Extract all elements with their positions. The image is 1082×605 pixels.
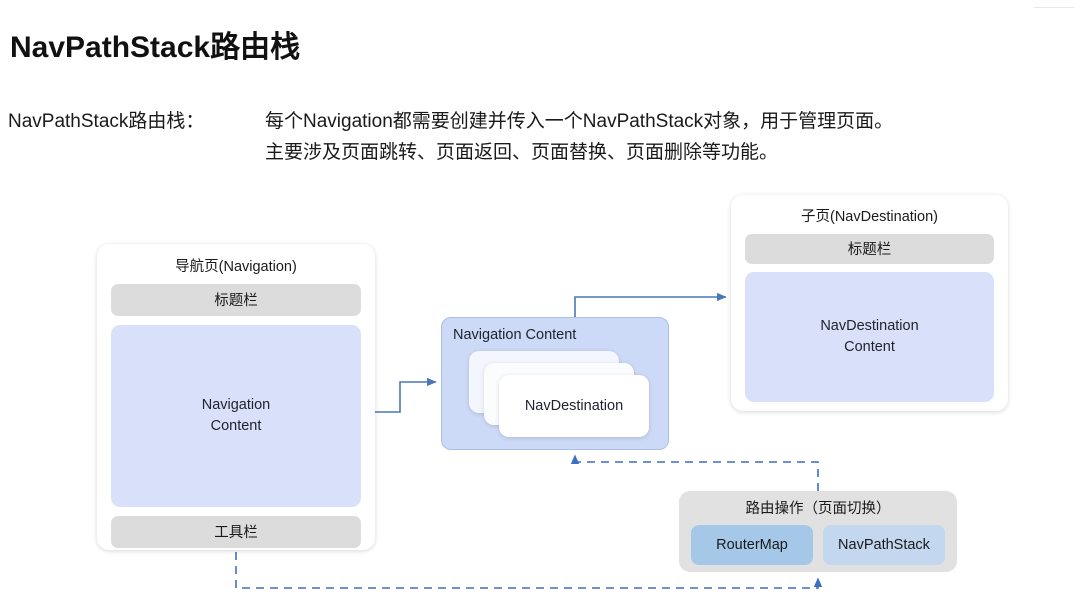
navigation-title-bar[interactable]: 标题栏 [111,283,361,316]
description-body: 每个Navigation都需要创建并传入一个NavPathStack对象，用于管… [265,106,1077,168]
navigation-content-line-1: Navigation [201,396,271,413]
router-operations-title: 路由操作（页面切换） [745,501,891,517]
router-operations-box[interactable]: 路由操作（页面切换） RouterMap NavPathStack [679,491,957,572]
navigation-card-title: 导航页(Navigation) [175,259,297,275]
navigation-content-stack-label: Navigation Content [453,327,577,343]
stack-card-front[interactable]: NavDestination [499,375,649,437]
dashed-router-to-content [570,454,819,491]
navigation-tool-bar[interactable]: 工具栏 [111,515,361,548]
page-title: NavPathStack路由栈 [10,31,301,65]
description-label: NavPathStack路由栈： [8,111,205,132]
navdestination-content-line-1: NavDestination [820,317,919,334]
chip-router-map[interactable]: RouterMap [691,524,813,565]
navigation-content-stack-box[interactable]: Navigation Content NavDestination [441,317,669,450]
navigation-content-area[interactable]: Navigation Content [111,324,361,507]
navigation-page-card[interactable]: 导航页(Navigation) 标题栏 Navigation Content 工… [97,244,375,550]
router-operations-chips: RouterMap NavPathStack [691,524,945,565]
description-line-1: 每个Navigation都需要创建并传入一个NavPathStack对象，用于管… [265,111,894,132]
navdestination-content-area[interactable]: NavDestination Content [745,271,994,402]
description-line-2: 主要涉及页面跳转、页面返回、页面替换、页面删除等功能。 [265,142,779,163]
navigation-content-line-2: Content [210,417,262,434]
top-right-divider [1034,7,1074,8]
navdestination-title-bar[interactable]: 标题栏 [745,233,994,264]
chip-nav-path-stack[interactable]: NavPathStack [823,524,945,565]
navdestination-page-card[interactable]: 子页(NavDestination) 标题栏 NavDestination Co… [731,195,1008,411]
navdestination-card-title: 子页(NavDestination) [801,209,938,225]
navdestination-content-line-2: Content [844,338,895,355]
